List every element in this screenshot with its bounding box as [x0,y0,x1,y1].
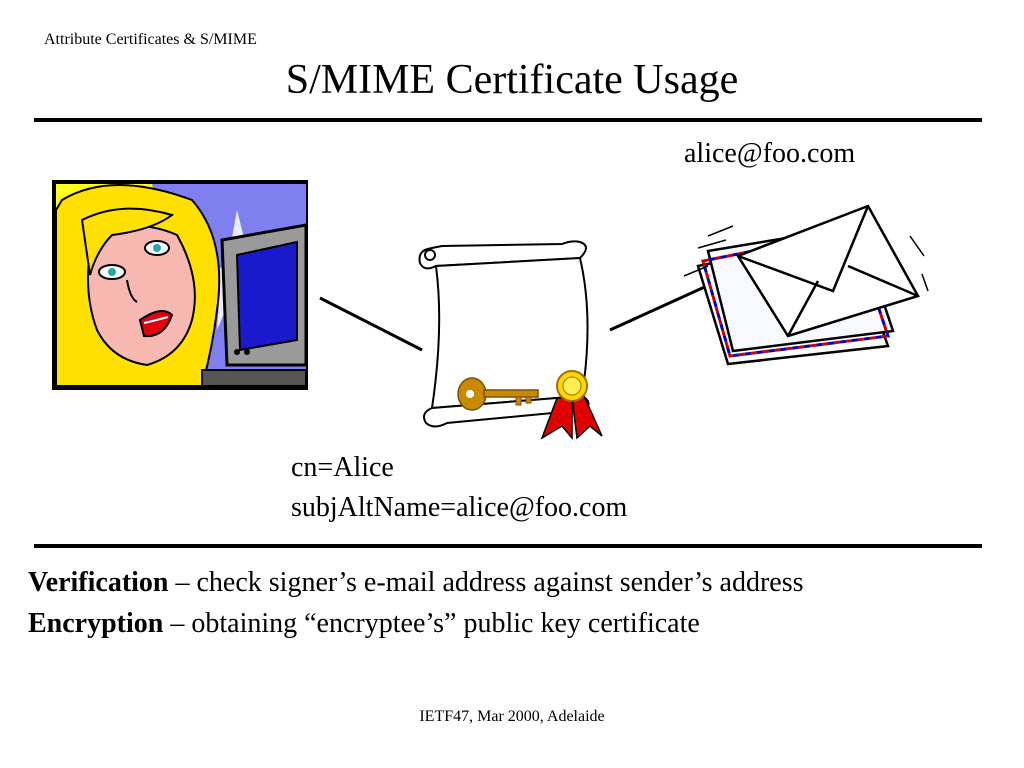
term-encryption: Encryption [28,608,164,639]
certificate-subjaltname: subjAltName=alice@foo.com [291,492,628,523]
usage-list: Verification – check signer’s e-mail add… [28,562,988,644]
term-verification: Verification [28,567,169,598]
top-divider [34,118,982,122]
slide-title: S/MIME Certificate Usage [285,57,739,103]
certificate-fields: cn=Alice subjAltName=alice@foo.com [291,448,627,528]
list-item-encryption: Encryption – obtaining “encryptee’s” pub… [28,603,988,644]
slide-header: Attribute Certificates & S/MIME [44,31,257,48]
text-encryption: – obtaining “encryptee’s” public key cer… [163,608,700,639]
certificate-cn: cn=Alice [291,452,394,483]
woman-at-computer-icon [52,180,308,390]
certificate-scroll-icon [418,240,603,440]
text-verification: – check signer’s e-mail address against … [168,567,804,598]
key-icon [457,377,539,411]
ribbon-seal-icon [540,370,603,440]
envelopes-icon [683,204,929,366]
list-item-verification: Verification – check signer’s e-mail add… [28,562,988,603]
email-address-label: alice@foo.com [684,138,856,169]
slide-footer: IETF47, Mar 2000, Adelaide [419,708,605,725]
bottom-divider [34,544,982,548]
